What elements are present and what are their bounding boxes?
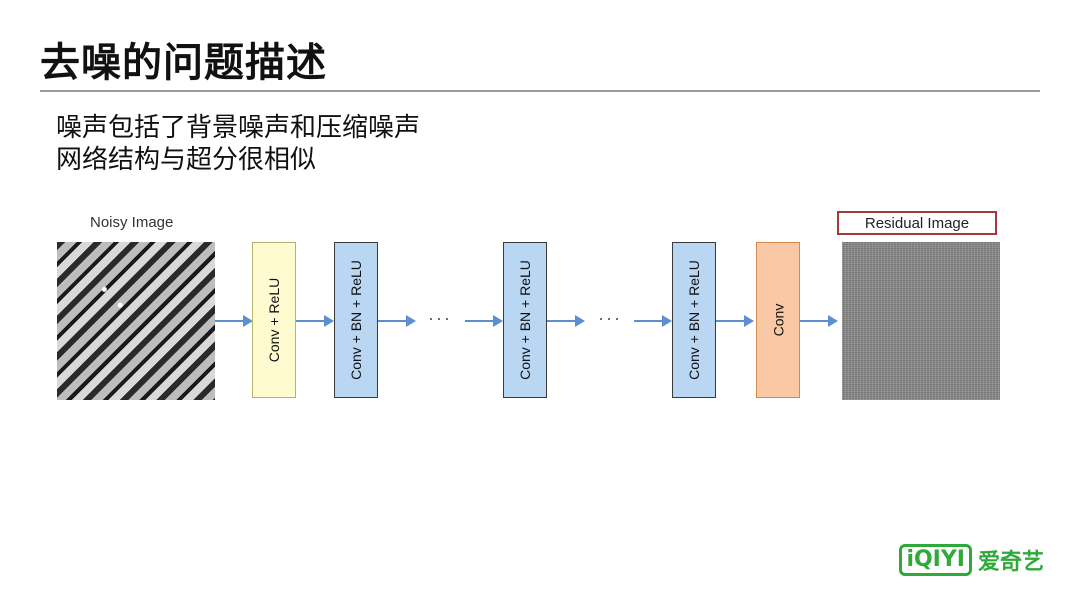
layer-label: Conv + BN + ReLU	[686, 260, 702, 380]
layer-conv-bn-relu: Conv + BN + ReLU	[334, 242, 378, 398]
flow-arrow	[634, 315, 672, 327]
flow-arrow	[716, 315, 754, 327]
logo-badge: iQIYI	[899, 544, 972, 576]
layer-label: Conv	[770, 303, 786, 337]
slide-title: 去噪的问题描述	[40, 40, 327, 86]
flow-arrow	[215, 315, 253, 327]
flow-arrow	[296, 315, 334, 327]
bullet-item: 噪声包括了背景噪声和压缩噪声	[56, 113, 421, 143]
layer-conv-bn-relu: Conv + BN + ReLU	[672, 242, 716, 398]
layer-conv: Conv	[756, 242, 800, 398]
title-divider	[40, 90, 1040, 92]
layer-label: Conv + ReLU	[266, 277, 282, 363]
ellipsis: ···	[598, 308, 622, 328]
flow-arrow	[465, 315, 503, 327]
flow-arrow	[378, 315, 416, 327]
noisy-image-label: Noisy Image	[90, 214, 174, 231]
layer-conv-bn-relu: Conv + BN + ReLU	[503, 242, 547, 398]
ellipsis: ···	[428, 308, 452, 328]
bullet-item: 网络结构与超分很相似	[56, 145, 317, 175]
residual-image-label: Residual Image	[837, 211, 997, 235]
logo-text: 爱奇艺	[977, 550, 1044, 575]
iqiyi-logo: iQIYI 爱奇艺	[899, 544, 1044, 576]
flow-arrow	[800, 315, 838, 327]
flow-arrow	[547, 315, 585, 327]
bullet-list: 噪声包括了背景噪声和压缩噪声 网络结构与超分很相似	[56, 112, 420, 176]
residual-image	[842, 242, 1000, 400]
layer-conv-relu: Conv + ReLU	[252, 242, 296, 398]
layer-label: Conv + BN + ReLU	[348, 260, 364, 380]
layer-label: Conv + BN + ReLU	[517, 260, 533, 380]
noisy-image	[57, 242, 215, 400]
